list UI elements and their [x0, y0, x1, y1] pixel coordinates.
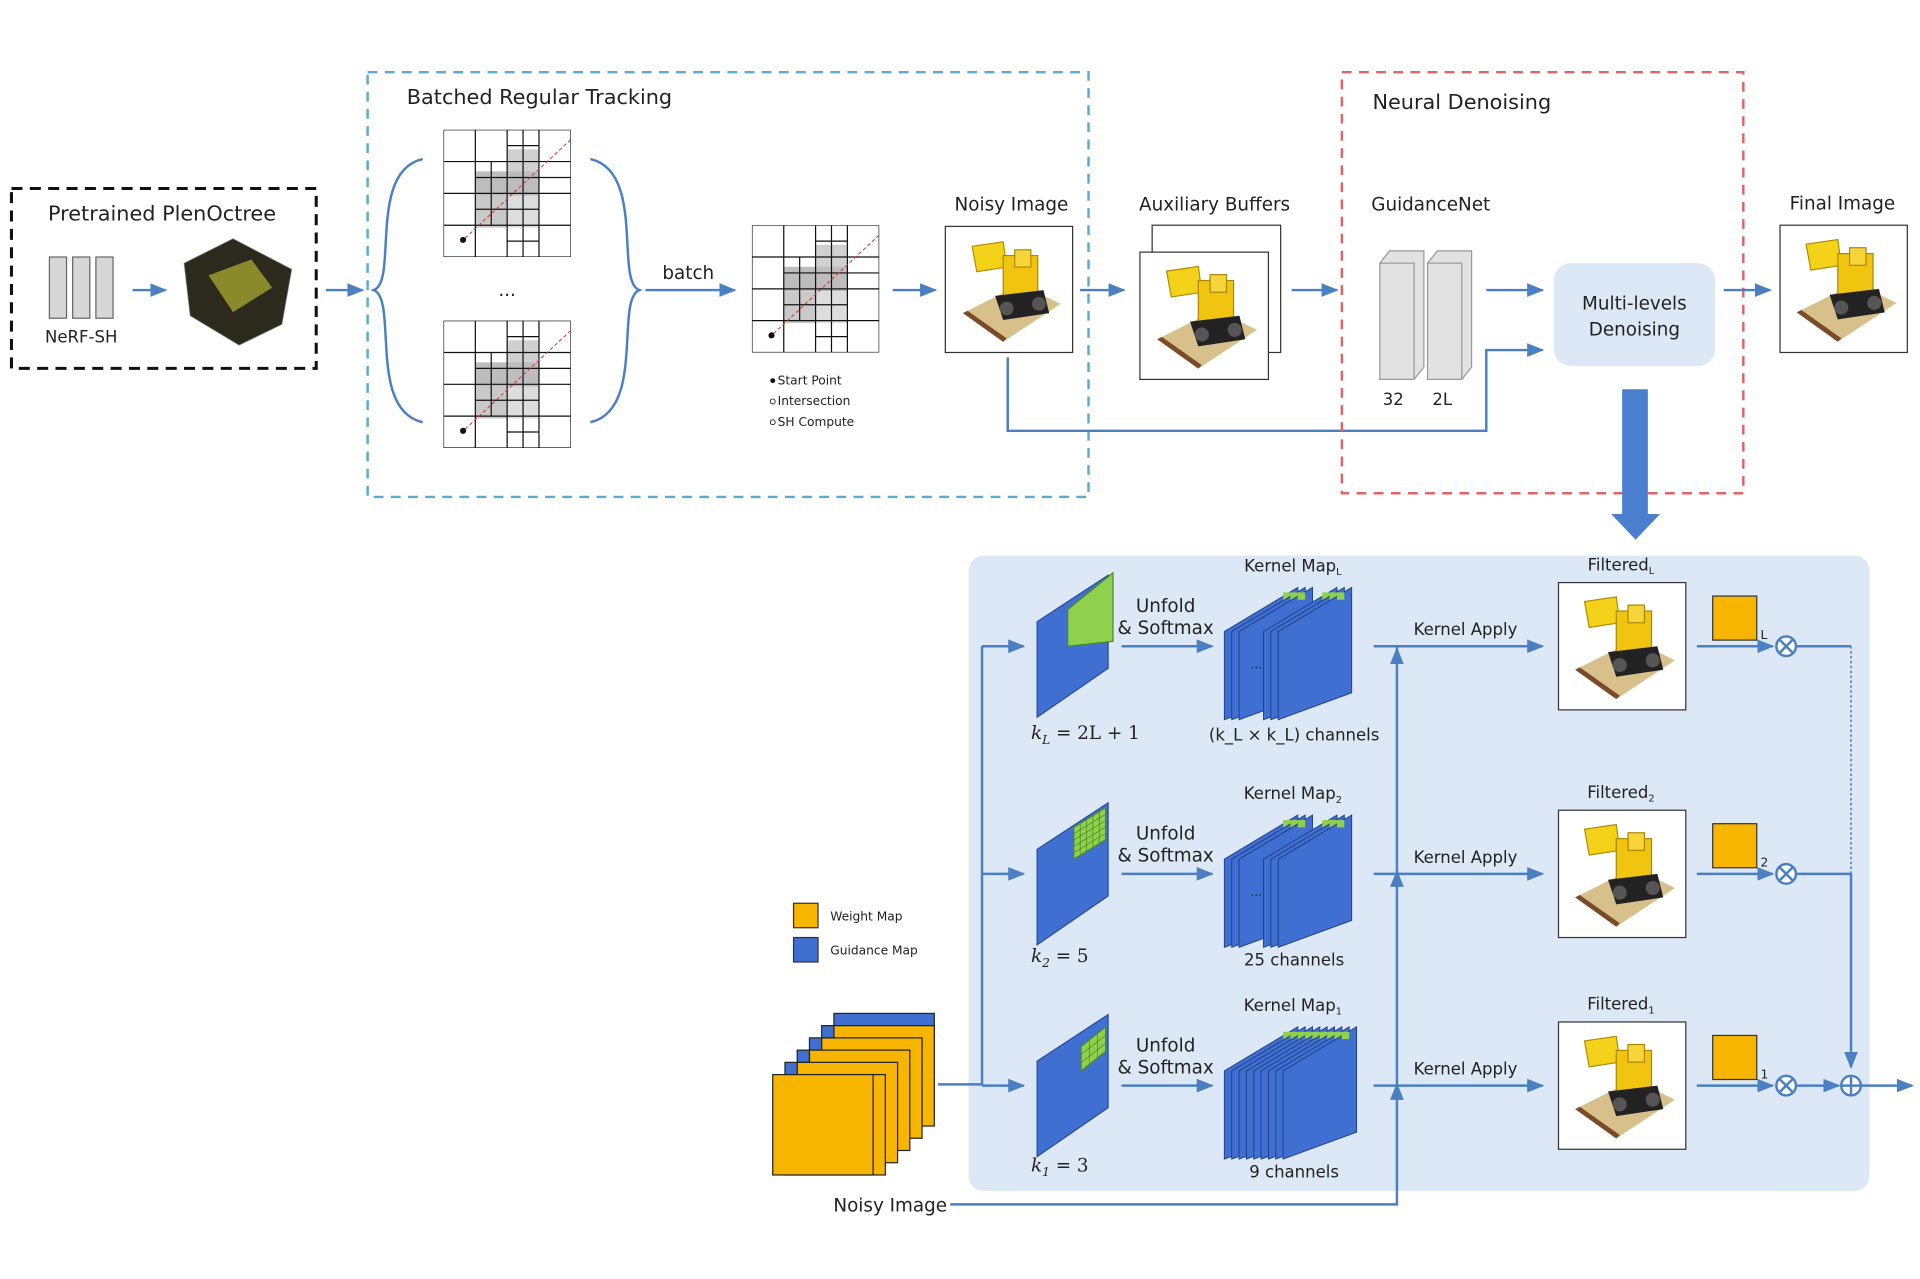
pretrained-plenoctree-box: Pretrained PlenOctree NeRF-SH: [9, 186, 318, 370]
weight-map-legend: Weight Map: [830, 909, 902, 923]
kernel-window: [1067, 571, 1114, 647]
noisy-skip-connection: [1006, 343, 1545, 433]
legend-sh-compute: SH Compute: [778, 415, 855, 429]
nerf-sh-label: NeRF-SH: [45, 328, 117, 347]
weight-map: [1712, 595, 1758, 641]
filtered-title: Filtered2: [1587, 783, 1654, 805]
kernel-map-channel: [1282, 1026, 1358, 1160]
octree-grid-n: [443, 320, 571, 448]
pretrained-title: Pretrained PlenOctree: [48, 201, 276, 225]
multilevel-label-1: Multi-levels: [1582, 294, 1687, 315]
kernel-map-stack: ...: [1223, 586, 1353, 721]
kernel-window: [1073, 806, 1107, 861]
denoise-level-1: k1 = 3 Unfold& Softmax Kernel Map1 9 channe…: [982, 995, 1841, 1181]
multiply-operator-icon: [1775, 635, 1798, 658]
multi-levels-denoising-block: [1553, 263, 1716, 366]
kernel-apply-label: Kernel Apply: [1414, 848, 1518, 867]
guidance-map-legend: Guidance Map: [830, 944, 918, 958]
noisy-image-label: Noisy Image: [955, 195, 1069, 216]
auxiliary-buffers-label: Auxiliary Buffers: [1139, 195, 1290, 216]
sum-operator-icon: [1840, 1074, 1863, 1097]
kernel-size-label: k2 = 5: [1031, 946, 1089, 970]
weight-map-sub: L: [1760, 628, 1767, 642]
bottom-noisy-image-label: Noisy Image: [833, 1196, 947, 1217]
kernel-map-title: Kernel Map2: [1244, 784, 1342, 806]
filtered-title: FilteredL: [1588, 555, 1655, 577]
neural-denoising-box: Neural Denoising GuidanceNet 32 2L Multi…: [1340, 70, 1745, 495]
batched-octree-grid: [751, 225, 880, 353]
nerf-sh-layers-icon: [48, 256, 114, 319]
multiply-operator-icon: [1775, 1074, 1798, 1097]
weight-map: [1712, 1034, 1758, 1081]
softmax-label: & Softmax: [1117, 1057, 1213, 1078]
layer-label-32: 32: [1383, 390, 1404, 409]
channels-label: 9 channels: [1249, 1162, 1339, 1181]
expand-arrow: [1611, 389, 1661, 540]
octree-volume-image: [183, 238, 293, 346]
kernel-size-label: k1 = 3: [1031, 1155, 1089, 1179]
svg-text:...: ...: [1250, 657, 1262, 671]
unfold-label: Unfold: [1136, 596, 1195, 617]
svg-text:...: ...: [1250, 885, 1262, 899]
tracking-legend: Start Point Intersection SH Compute: [769, 373, 855, 429]
multilevel-label-2: Denoising: [1589, 319, 1680, 340]
denoise-level-l: kL = 2L + 1 Unfold& Softmax Kernel MapL...…: [982, 555, 1852, 747]
unfold-label: Unfold: [1136, 824, 1195, 845]
kernel-map-stack: [1223, 1026, 1358, 1160]
octree-grid-1: [443, 129, 571, 258]
guidance-weight-stack: [772, 1012, 935, 1176]
legend-start-point: Start Point: [778, 373, 842, 387]
weight-map-layer: [772, 1073, 874, 1176]
kernel-map-title: Kernel MapL: [1244, 557, 1342, 579]
kernel-apply-label: Kernel Apply: [1414, 1060, 1518, 1079]
channels-label: 25 channels: [1244, 951, 1344, 970]
batched-regular-tracking-box: Batched Regular Tracking ... batch Start…: [366, 70, 1090, 499]
guidance-map-swatch: [792, 936, 819, 963]
guidancenet-label: GuidanceNet: [1371, 195, 1490, 216]
denoising-title: Neural Denoising: [1372, 90, 1551, 114]
kernel-map-channel: [1277, 814, 1353, 949]
softmax-label: & Softmax: [1117, 846, 1213, 867]
kernel-map-title: Kernel Map1: [1244, 996, 1342, 1018]
weight-map-sub: 2: [1760, 856, 1768, 870]
kernel-window: [1080, 1025, 1107, 1073]
multiply-operator-icon: [1775, 862, 1798, 885]
layer-label-2l: 2L: [1432, 390, 1453, 409]
batch-ellipsis: ...: [498, 280, 516, 301]
legend-intersection: Intersection: [778, 394, 851, 408]
weight-map: [1712, 823, 1758, 869]
tracking-title: Batched Regular Tracking: [407, 85, 672, 109]
guidancenet-layers-icon: [1379, 250, 1473, 381]
left-brace: [370, 157, 423, 424]
unfold-label: Unfold: [1136, 1035, 1195, 1056]
kernel-size-label: kL = 2L + 1: [1031, 723, 1140, 747]
weight-map-swatch: [792, 902, 819, 929]
weight-map-sub: 1: [1760, 1067, 1768, 1081]
channels-label: (k_L × k_L) channels: [1209, 725, 1379, 745]
right-brace: [590, 157, 643, 424]
kernel-map-channel: [1277, 586, 1353, 721]
guidance-split-line: [937, 646, 984, 1086]
kernel-apply-label: Kernel Apply: [1414, 620, 1518, 639]
batch-label: batch: [662, 263, 714, 284]
softmax-label: & Softmax: [1117, 618, 1213, 639]
filtered-title: Filtered1: [1587, 995, 1654, 1017]
final-image-label: Final Image: [1790, 193, 1896, 214]
kernel-map-stack: ...: [1223, 814, 1353, 949]
denoise-level-2: k2 = 5 Unfold& Softmax Kernel Map2... 25 ch…: [982, 783, 1852, 970]
